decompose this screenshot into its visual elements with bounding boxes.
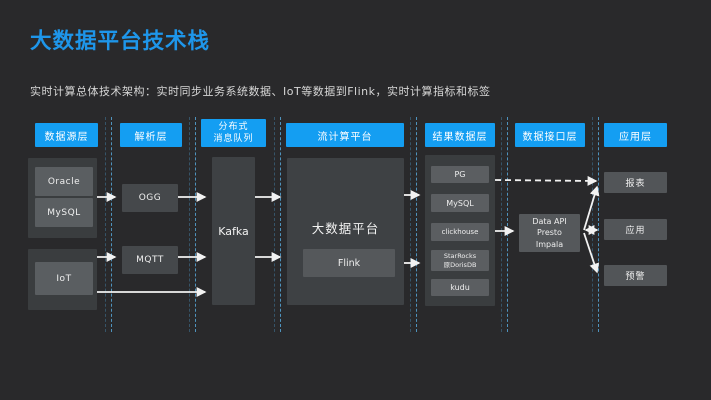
page-title: 大数据平台技术栈 [30,29,211,54]
header-data-interface-layer: 数据接口层 [515,123,585,147]
column-separator [410,117,417,332]
starrocks-line2: 原DorisDB [443,260,477,269]
data-api-line3: Impala [535,239,564,249]
page-subtitle: 实时计算总体技术架构：实时同步业务系统数据、IoT等数据到Flink，实时计算指… [30,85,491,98]
header-application-layer: 应用层 [604,123,667,147]
arrow-pg-to-report-dashed [494,175,598,186]
column-separator [274,117,281,332]
header-line2: 消息队列 [213,134,254,144]
column-separator [189,117,196,332]
node-bigdata-platform-label: 大数据平台 [311,221,380,236]
node-kafka-label: Kafka [218,224,249,238]
node-pg: PG [431,166,489,183]
node-mqtt: MQTT [122,246,178,274]
node-mysql-source: MySQL [35,198,93,227]
node-application: 应用 [604,219,667,240]
header-message-queue-layer: 分布式 消息队列 [201,119,266,147]
starrocks-line1: StarRocks [443,252,477,261]
node-mysql-result: MySQL [431,194,489,212]
node-kudu: kudu [431,279,489,296]
header-data-source-layer: 数据源层 [35,123,98,147]
node-flink: Flink [303,249,395,277]
column-separator [105,117,112,332]
node-report: 报表 [604,172,667,193]
node-ogg: OGG [122,184,178,212]
header-line1: 分布式 [218,121,249,132]
header-parse-layer: 解析层 [120,123,182,147]
node-kafka-box [212,157,255,305]
column-separator [592,117,599,332]
data-api-line2: Presto [537,228,562,238]
node-alert: 预警 [604,265,667,286]
node-oracle: Oracle [35,167,93,196]
data-api-line1: Data API [532,217,567,227]
node-bigdata-platform-box [287,158,404,305]
node-data-api: Data API Presto Impala [519,214,580,252]
header-result-data-layer: 结果数据层 [425,123,495,147]
column-separator [501,117,508,332]
node-iot: IoT [35,262,93,295]
node-starrocks: StarRocks 原DorisDB [431,250,489,271]
header-stream-platform-layer: 流计算平台 [286,123,404,147]
node-clickhouse: clickhouse [431,223,489,241]
